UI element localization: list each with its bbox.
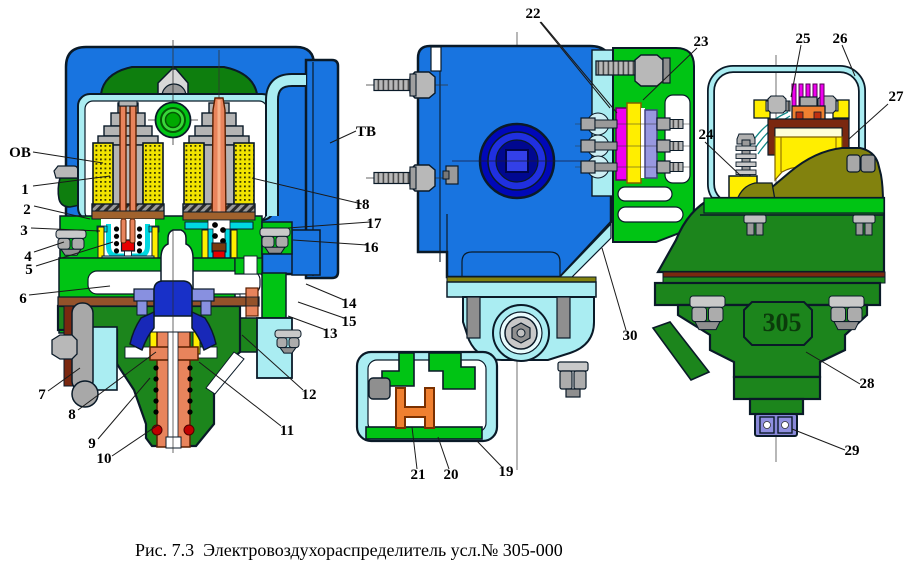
svg-text:23: 23 (694, 34, 709, 50)
svg-text:5: 5 (25, 262, 33, 278)
svg-text:20: 20 (444, 467, 459, 483)
svg-text:6: 6 (19, 291, 27, 307)
svg-text:ОВ: ОВ (9, 145, 31, 161)
svg-text:2: 2 (23, 202, 31, 218)
svg-text:28: 28 (860, 376, 875, 392)
svg-text:305: 305 (763, 308, 802, 337)
svg-text:16: 16 (364, 240, 380, 256)
svg-text:21: 21 (411, 467, 426, 483)
svg-text:24: 24 (699, 127, 715, 143)
svg-text:10: 10 (97, 451, 112, 467)
svg-text:11: 11 (280, 423, 294, 439)
svg-text:8: 8 (68, 407, 76, 423)
svg-text:14: 14 (342, 296, 358, 312)
svg-text:1: 1 (21, 182, 29, 198)
svg-text:3: 3 (20, 223, 28, 239)
svg-text:Рис. 7.3 Электровоздухораспре: Рис. 7.3 Электровоздухораспределитель ус… (135, 540, 563, 560)
svg-text:29: 29 (845, 443, 860, 459)
svg-text:22: 22 (526, 6, 541, 22)
svg-text:26: 26 (833, 31, 849, 47)
svg-text:17: 17 (367, 216, 383, 232)
svg-text:19: 19 (499, 464, 514, 480)
svg-text:30: 30 (623, 328, 638, 344)
svg-text:12: 12 (302, 387, 317, 403)
svg-text:9: 9 (88, 436, 96, 452)
svg-text:25: 25 (796, 31, 811, 47)
svg-text:27: 27 (889, 89, 905, 105)
svg-text:4: 4 (24, 249, 32, 265)
svg-text:15: 15 (342, 314, 357, 330)
svg-text:7: 7 (38, 387, 46, 403)
svg-text:ТВ: ТВ (356, 124, 376, 140)
svg-text:13: 13 (323, 326, 338, 342)
svg-text:18: 18 (355, 197, 370, 213)
